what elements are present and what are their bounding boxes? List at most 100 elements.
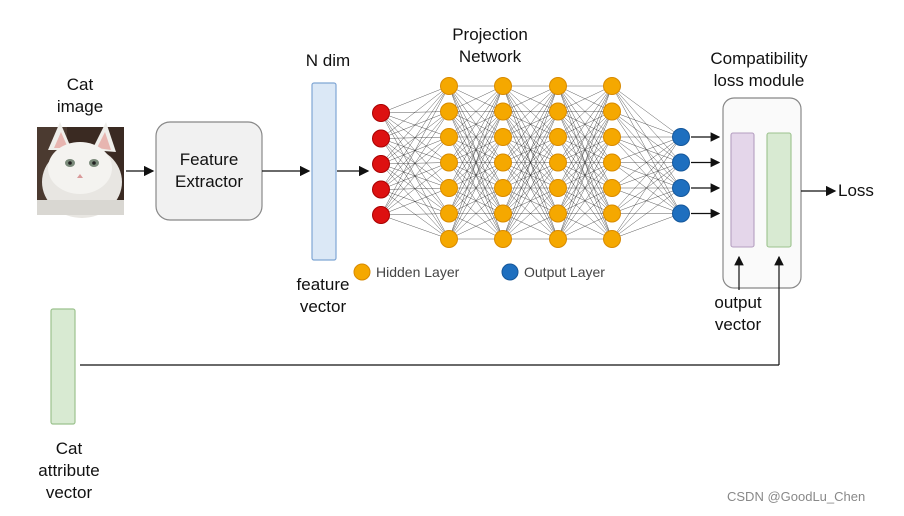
input-node [372,206,390,224]
network-edge [557,85,613,163]
network-edge [448,85,504,112]
output-vector-bar [730,132,755,248]
network-edge [448,111,504,240]
legend-hidden-label: Hidden Layer [376,264,460,280]
hidden-node [549,128,567,146]
hidden-node [494,128,512,146]
network-edge [448,136,504,240]
watermark: CSDN @GoodLu_Chen [727,489,866,504]
hidden-node [603,128,621,146]
cat-attribute-label: Cat attribute vector [38,439,100,502]
network-edge [557,85,613,138]
network-edge [502,111,559,240]
output-node [672,128,690,146]
legend-hidden-dot [353,263,371,281]
network-edge [502,85,559,240]
input-node [372,104,390,122]
hidden-node [603,77,621,95]
input-node [372,155,390,173]
network-edge [448,85,504,189]
n-dim-label: N dim [305,51,351,70]
output-node [672,179,690,197]
hidden-node [494,179,512,197]
output-node [672,204,690,223]
cat-image [37,122,124,218]
hidden-node [549,102,567,121]
hidden-node [549,230,567,248]
network-edge [611,136,682,189]
network-edge [557,187,613,240]
network-edge [557,136,613,240]
network-edge [557,111,613,240]
network-edge [502,136,559,240]
output-node [672,153,690,172]
hidden-node [440,230,458,248]
feature-vector-label: feature vector [296,275,350,316]
legend-output-label: Output Layer [524,264,605,280]
attribute-vector-bar [766,132,792,248]
hidden-node [549,204,567,223]
input-node [372,129,390,148]
hidden-node [440,153,458,172]
network-edge [611,213,682,240]
hidden-node [440,128,458,146]
network-edge [502,187,559,240]
network-edge [557,85,613,214]
compatibility-module-label: Compatibility loss module [710,49,808,90]
network-edge [611,111,682,138]
network-edge [502,85,559,163]
network-edge [380,213,450,216]
output-arrows [691,132,721,219]
network-edge [380,85,450,165]
hidden-node [440,102,458,121]
network-edge [380,162,450,216]
hidden-node [549,179,567,197]
network-connections [380,85,682,240]
network-edge [611,187,682,240]
network-edge [611,136,682,163]
network-edge [611,136,682,214]
network-edge [448,85,504,163]
network-edge [448,213,504,240]
hidden-node [494,77,512,95]
hidden-node [494,102,512,121]
hidden-node [549,77,567,95]
feature-vector-bar [311,82,337,261]
hidden-node [603,179,621,197]
network-edge [557,85,613,112]
network-edge [557,85,613,189]
hidden-node [549,153,567,172]
cat-image-label: Cat image [56,75,104,116]
network-nodes [372,77,690,248]
network-edge [502,85,559,214]
network-edge [502,85,559,189]
hidden-node [603,102,621,121]
hidden-node [440,77,458,95]
projection-network-label: Projection Network [452,25,528,66]
network-edge [380,111,450,216]
hidden-node [494,153,512,172]
hidden-node [440,179,458,197]
output-vector-label: output vector [714,293,762,334]
legend-output-dot [501,263,519,281]
network-edge [448,85,504,138]
network-edge [380,85,450,190]
network-edge [448,162,504,240]
network-edge [502,162,559,240]
feature-extractor-label: Feature Extractor [174,150,244,191]
network-edge [448,85,504,214]
loss-label: Loss [838,181,874,200]
network-edge [557,213,613,240]
input-node [372,180,390,199]
hidden-node [603,204,621,223]
network-edge [502,85,559,138]
network-edge [611,162,682,240]
network-edge [380,214,450,240]
network-edge [502,213,559,240]
network-edge [611,85,682,138]
network-edge [380,136,450,216]
cat-attribute-bar [50,308,76,425]
network-edge [502,85,559,112]
hidden-node [603,153,621,172]
